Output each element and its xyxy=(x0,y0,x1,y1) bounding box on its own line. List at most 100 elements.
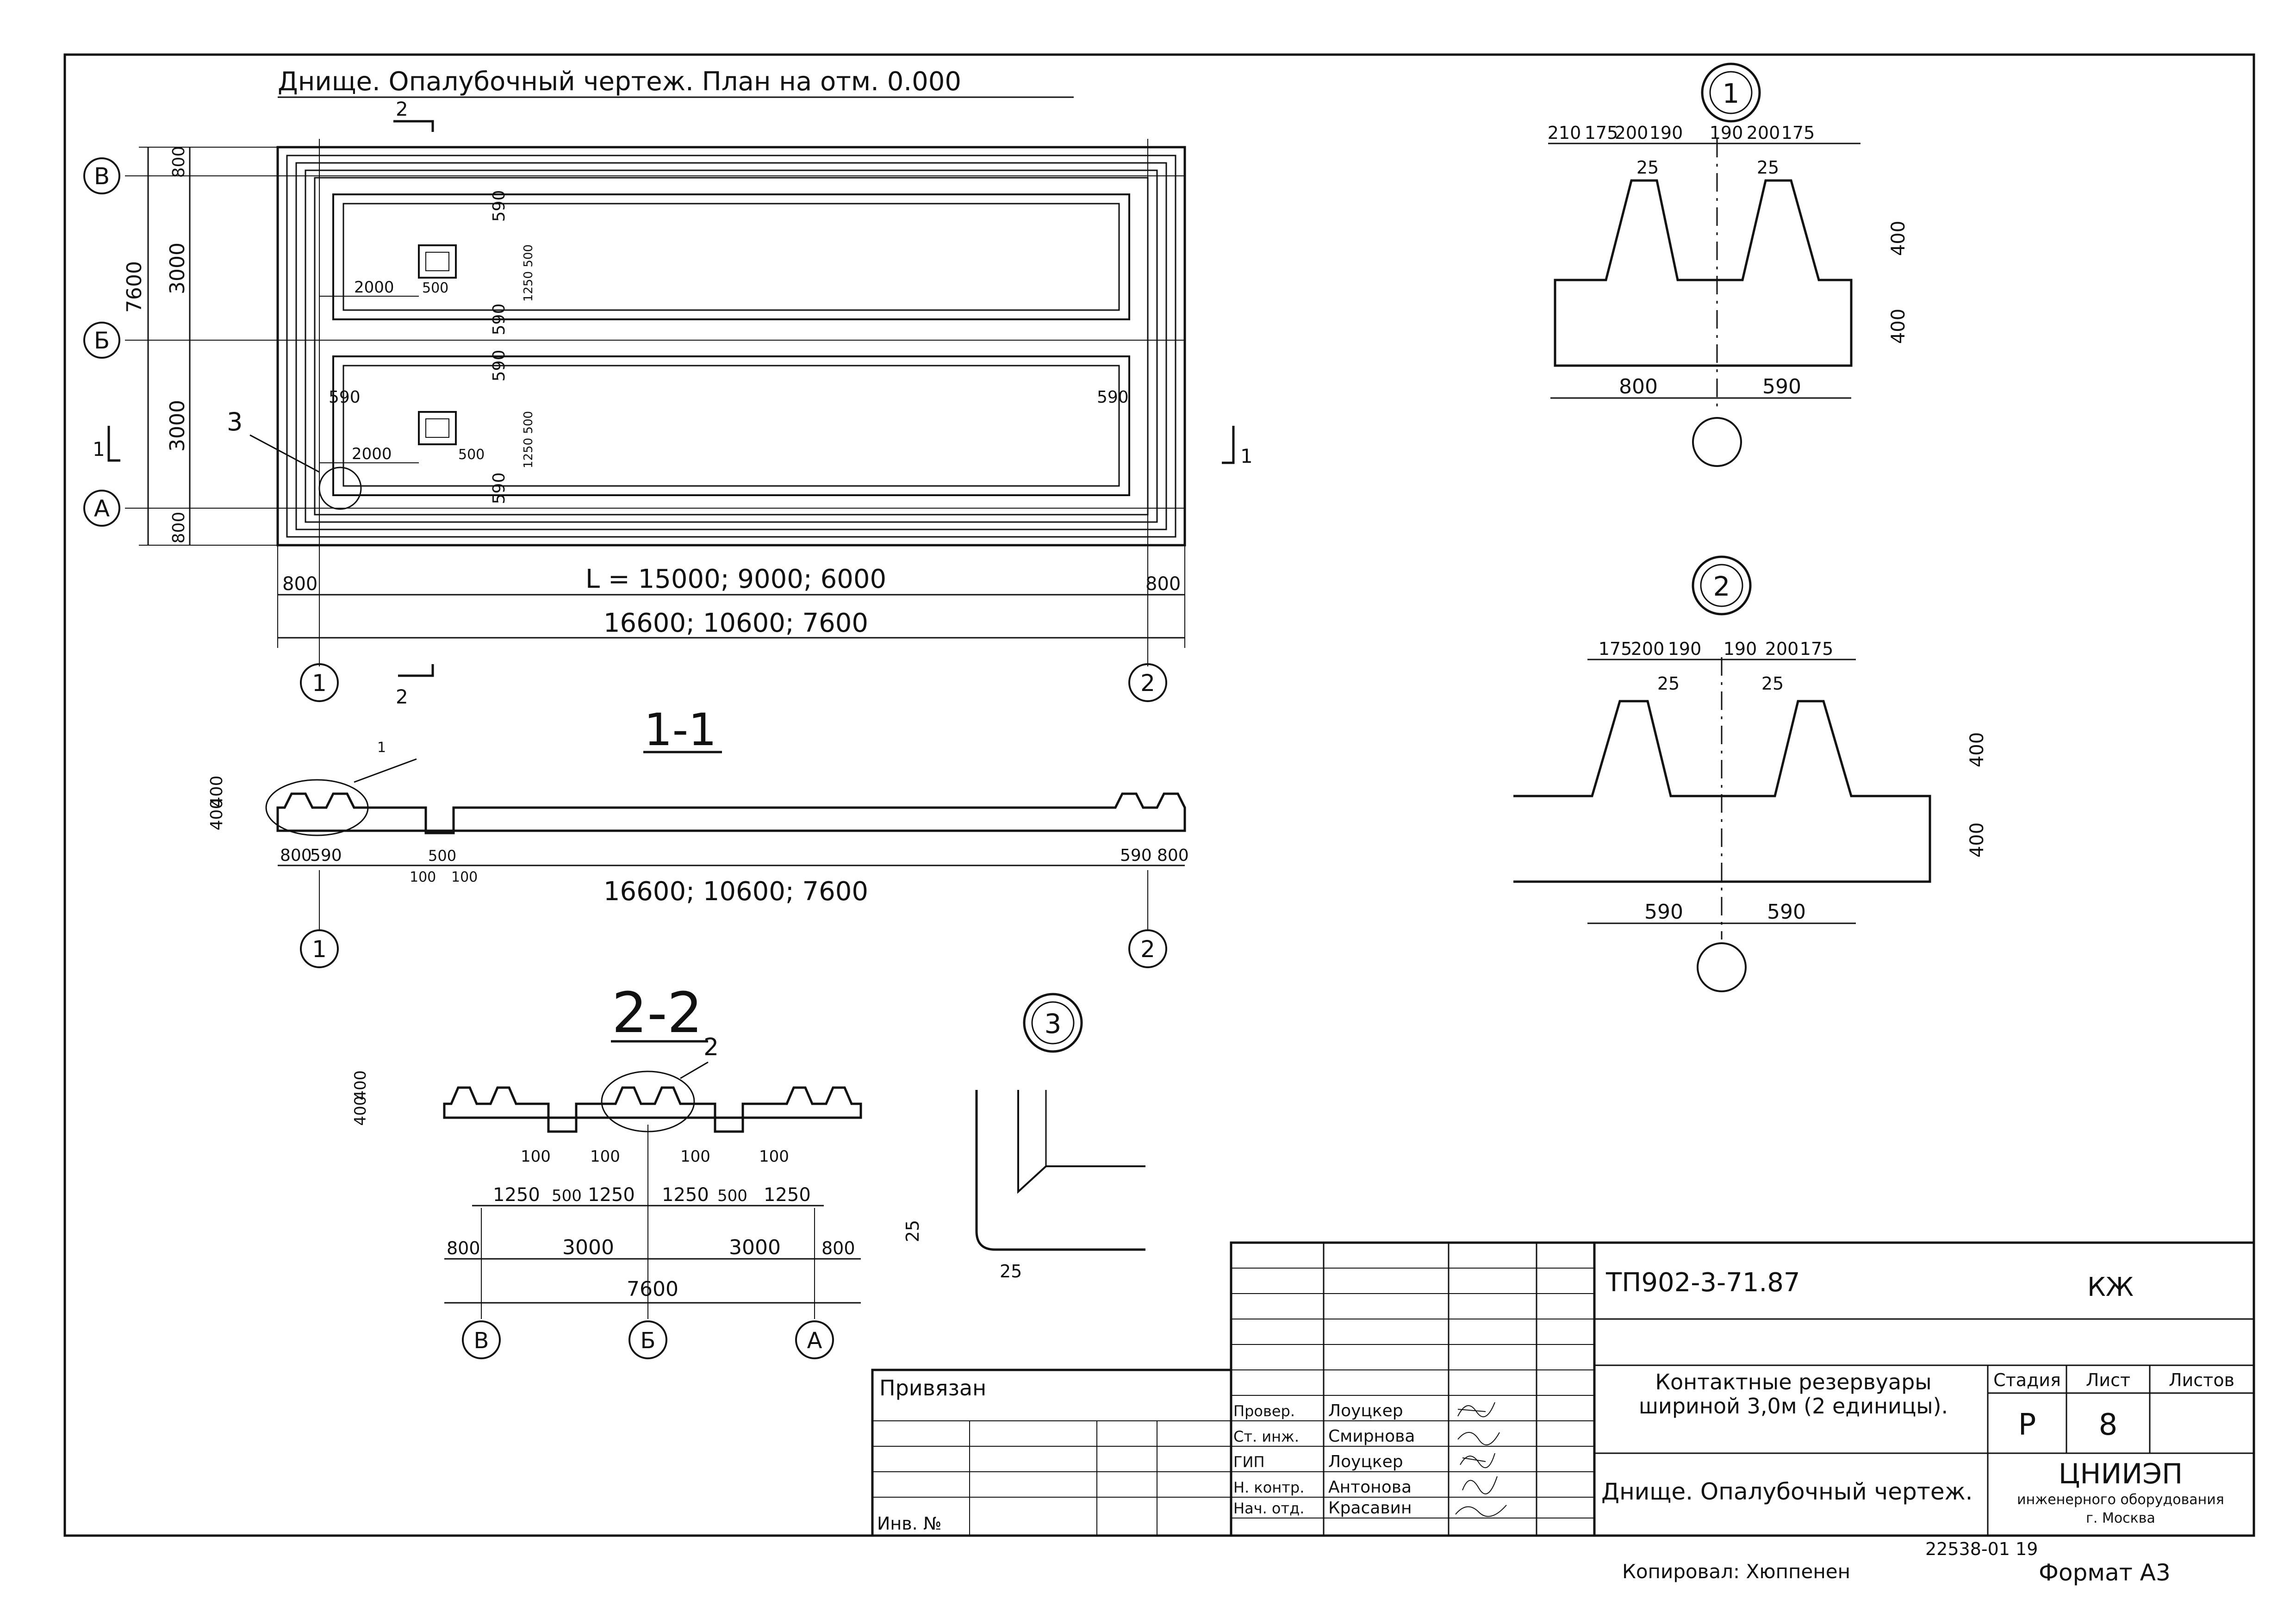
title-block: Привязан Инв. № Провер. Ст. инж. ГИП Н. … xyxy=(871,1241,2255,1537)
s22-dim-100-2: 100 xyxy=(590,1147,620,1166)
dim-590-d: 590 xyxy=(490,473,509,504)
inv-no-label: Инв. № xyxy=(877,1513,941,1534)
detail-1-dim-6: 175 xyxy=(1781,123,1815,143)
cut-1-right xyxy=(1222,426,1235,464)
s22-dim-1250-2: 1250 xyxy=(588,1184,635,1206)
detail-1-dim-bottom-0: 800 xyxy=(1619,375,1658,398)
dim-800-bottom: 800 xyxy=(169,512,188,544)
signature-0 xyxy=(1457,1402,1495,1418)
detail-1-dim-2: 200 xyxy=(1615,123,1649,143)
s11-dim-500: 500 xyxy=(428,847,456,865)
slab-outline xyxy=(276,146,1186,547)
dim-590-a: 590 xyxy=(490,190,509,222)
role-4: Нач. отд. xyxy=(1233,1500,1304,1517)
detail-3-outer-profile xyxy=(975,1090,1145,1251)
detail-2-circle-outer xyxy=(1692,555,1752,616)
detail-3-dim-25-vertical: 25 xyxy=(902,1220,923,1242)
s22-dim-3000-right: 3000 xyxy=(729,1236,781,1259)
s22-dim-1250-1: 1250 xyxy=(493,1184,540,1206)
name-4: Красавин xyxy=(1328,1499,1412,1518)
axis-bubble-a xyxy=(83,490,120,527)
footer-format: Формат А3 xyxy=(2039,1559,2171,1586)
detail-2: 2 175 200 190 190 200 175 25 25 400 400 … xyxy=(1513,555,1988,992)
s22-bubble-b-label: Б xyxy=(641,1328,656,1354)
section-2-2-profile xyxy=(443,1086,862,1133)
axis-label-a: А xyxy=(94,495,110,522)
dim-500-lower: 500 xyxy=(458,447,485,463)
s22-dim-1250-4: 1250 xyxy=(764,1184,811,1206)
section-1-1-callout-leader xyxy=(354,758,417,783)
detail-1-axis-bubble xyxy=(1692,417,1742,467)
plan-view: Днище. Опалубочный чертеж. План на отм. … xyxy=(83,67,1253,708)
s11-dim-590-left: 590 xyxy=(310,846,342,865)
dim-3000-lower: 3000 xyxy=(166,400,189,452)
signature-4 xyxy=(1455,1505,1507,1517)
channel-lower xyxy=(332,355,1130,496)
name-0: Лоуцкер xyxy=(1328,1401,1403,1420)
detail-1-label: 1 xyxy=(1723,78,1740,109)
detail-3-circle-outer xyxy=(1023,993,1083,1053)
callout-3-leader xyxy=(249,434,320,473)
role-0: Провер. xyxy=(1233,1402,1295,1420)
signature-2 xyxy=(1460,1453,1495,1468)
tb-code: ТП902-3-71.87 xyxy=(1605,1268,1800,1298)
detail-1: 1 210 175 200 190 190 200 175 25 25 400 … xyxy=(1548,62,1909,467)
plan-title: Днище. Опалубочный чертеж. План на отм. … xyxy=(278,67,961,97)
tb-stage-label: Стадия xyxy=(1993,1370,2061,1390)
s11-bubble-2 xyxy=(1128,929,1167,968)
detail-1-circle-outer xyxy=(1701,62,1761,123)
detail-1-dim-1: 175 xyxy=(1585,123,1618,143)
dim-7600-left: 7600 xyxy=(123,261,146,313)
section-1-1-callout-ellipse xyxy=(265,779,369,836)
detail-2-dim-5: 175 xyxy=(1800,639,1834,659)
name-2: Лоуцкер xyxy=(1328,1452,1403,1471)
privyazan-block xyxy=(871,1369,1232,1537)
signature-3 xyxy=(1462,1476,1498,1494)
s11-bubble-1-label: 1 xyxy=(312,936,327,963)
dim-800-plan-left: 800 xyxy=(282,573,317,595)
s11-dim-800-left: 800 xyxy=(280,846,312,865)
detail-2-dim-4: 200 xyxy=(1765,639,1799,659)
tb-mark: КЖ xyxy=(2087,1272,2134,1302)
cut-1-left xyxy=(107,426,120,462)
s22-dim-800-left: 800 xyxy=(447,1238,480,1258)
dim-2000-lower: 2000 xyxy=(352,445,392,463)
detail-1-dim-400-bottom: 400 xyxy=(1888,309,1909,344)
pit-upper xyxy=(418,244,457,279)
tb-org: ЦНИИЭП xyxy=(2059,1458,2183,1490)
name-3: Антонова xyxy=(1328,1478,1412,1497)
detail-2-dim-bottom-0: 590 xyxy=(1644,900,1683,924)
slab-contour-3 xyxy=(295,162,1167,530)
section-1-1-profile xyxy=(276,792,1186,834)
callout-3-circle xyxy=(318,467,362,510)
detail-3-label: 3 xyxy=(1045,1008,1062,1039)
detail-1-dim-25-right: 25 xyxy=(1757,157,1779,178)
dim-1250-lower: 1250 500 xyxy=(522,411,535,468)
detail-2-dim-2: 190 xyxy=(1668,639,1702,659)
slab-contour-4 xyxy=(305,169,1158,523)
s11-dim-590-right: 590 xyxy=(1120,846,1152,865)
detail-2-axis-bubble xyxy=(1697,942,1747,992)
dim-3000-upper: 3000 xyxy=(166,243,189,294)
dim-2000-upper: 2000 xyxy=(354,278,394,297)
s22-dim-100-1: 100 xyxy=(521,1147,551,1166)
axis-label-b: Б xyxy=(94,327,110,354)
tb-org-sub: инженерного оборудования xyxy=(2017,1492,2224,1508)
s22-dim-800-right: 800 xyxy=(821,1238,855,1258)
detail-2-profile xyxy=(1513,700,1931,883)
detail-2-dim-bottom-1: 590 xyxy=(1767,900,1806,924)
pit-lower-inner xyxy=(425,418,449,438)
s22-dim-1250-3: 1250 xyxy=(662,1184,709,1206)
channel-upper-inner xyxy=(342,203,1120,311)
dim-590-e: 590 xyxy=(329,388,361,407)
section-2-2-callout-leader xyxy=(680,1061,709,1079)
axis-label-v: В xyxy=(94,163,110,190)
callout-3-label: 3 xyxy=(227,407,243,436)
tb-project-box: Контактные резервуары шириной 3,0м (2 ед… xyxy=(1639,1370,1948,1418)
detail-2-dim-400-top: 400 xyxy=(1966,732,1988,767)
detail-1-dim-25-left: 25 xyxy=(1636,157,1659,178)
footer: Копировал: Хюппенен 22538-01 19 Формат А… xyxy=(1622,1539,2171,1586)
footer-number: 22538-01 19 xyxy=(1925,1539,2038,1559)
section-1-1-callout: 1 xyxy=(377,740,386,756)
